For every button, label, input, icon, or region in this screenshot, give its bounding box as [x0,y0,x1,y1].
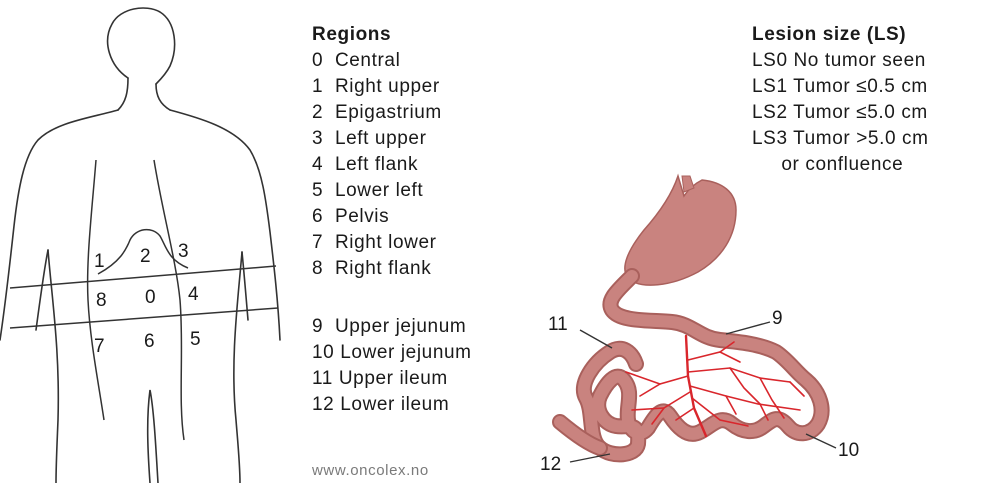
lesion-size-item: or confluence [752,152,929,178]
regions-title: Regions [312,22,442,48]
region-label-7: 7 [94,336,105,357]
bowel-item-number: 9 [312,316,323,337]
stomach [625,176,736,285]
small-intestine-illustration: 9 10 11 12 [540,176,859,475]
region-item-number: 2 [312,102,323,123]
region-label-1: 1 [94,251,105,272]
region-item-number: 7 [312,232,323,253]
region-item-label: Right flank [335,258,431,279]
segment-label-10: 10 [838,440,859,461]
region-item: 2 Epigastrium [312,100,442,126]
lesion-size-item: LS1 Tumor ≤0.5 cm [752,74,929,100]
region-item: 1 Right upper [312,74,442,100]
bowel-item: 12 Lower ileum [312,392,472,418]
lesion-size-item: LS0 No tumor seen [752,48,929,74]
region-item-label: Left flank [335,154,418,175]
lesion-size-item: LS3 Tumor >5.0 cm [752,126,929,152]
region-item-number: 1 [312,76,323,97]
region-label-4: 4 [188,284,199,305]
bowel-segments-legend: 9 Upper jejunum 10 Lower jejunum 11 Uppe… [312,314,472,418]
region-item: 6 Pelvis [312,204,442,230]
region-item: 0 Central [312,48,442,74]
region-item: 7 Right lower [312,230,442,256]
segment-label-12: 12 [540,454,561,475]
bowel-item-label: Upper jejunum [335,316,466,337]
region-label-6: 6 [144,331,155,352]
region-item: 3 Left upper [312,126,442,152]
bowel-item-label: Lower jejunum [340,342,471,363]
region-item-label: Right upper [335,76,440,97]
region-item: 4 Left flank [312,152,442,178]
bowel-item: 9 Upper jejunum [312,314,472,340]
lesion-size-title: Lesion size (LS) [752,22,929,48]
lesion-size-legend: Lesion size (LS) LS0 No tumor seen LS1 T… [752,22,929,178]
bowel-item-label: Upper ileum [339,368,448,389]
segment-label-9: 9 [772,308,783,329]
region-label-8: 8 [96,290,107,311]
region-item-number: 0 [312,50,323,71]
body-region-labels: 1 2 3 8 0 4 7 6 5 [94,241,201,357]
region-item-number: 5 [312,180,323,201]
region-item-number: 8 [312,258,323,279]
region-label-2: 2 [140,246,151,267]
region-item-label: Right lower [335,232,437,253]
regions-legend: Regions 0 Central 1 Right upper 2 Epigas… [312,22,442,282]
region-item-label: Central [335,50,400,71]
region-label-3: 3 [178,241,189,262]
bowel-item: 11 Upper ileum [312,366,472,392]
region-item-number: 6 [312,206,323,227]
region-item-label: Left upper [335,128,427,149]
region-item-label: Lower left [335,180,423,201]
region-item-number: 3 [312,128,323,149]
bowel-item-number: 11 [312,368,333,389]
source-credit: www.oncolex.no [312,462,429,479]
region-label-0: 0 [145,287,156,308]
segment-label-11: 11 [548,314,568,335]
region-item-label: Pelvis [335,206,389,227]
bowel-item-number: 10 [312,342,334,363]
region-label-5: 5 [190,329,201,350]
bowel-item-label: Lower ileum [340,394,449,415]
bowel-item: 10 Lower jejunum [312,340,472,366]
region-item-label: Epigastrium [335,102,442,123]
region-item-number: 4 [312,154,323,175]
bowel-item-number: 12 [312,394,334,415]
region-item: 5 Lower left [312,178,442,204]
lesion-size-item: LS2 Tumor ≤5.0 cm [752,100,929,126]
region-item: 8 Right flank [312,256,442,282]
